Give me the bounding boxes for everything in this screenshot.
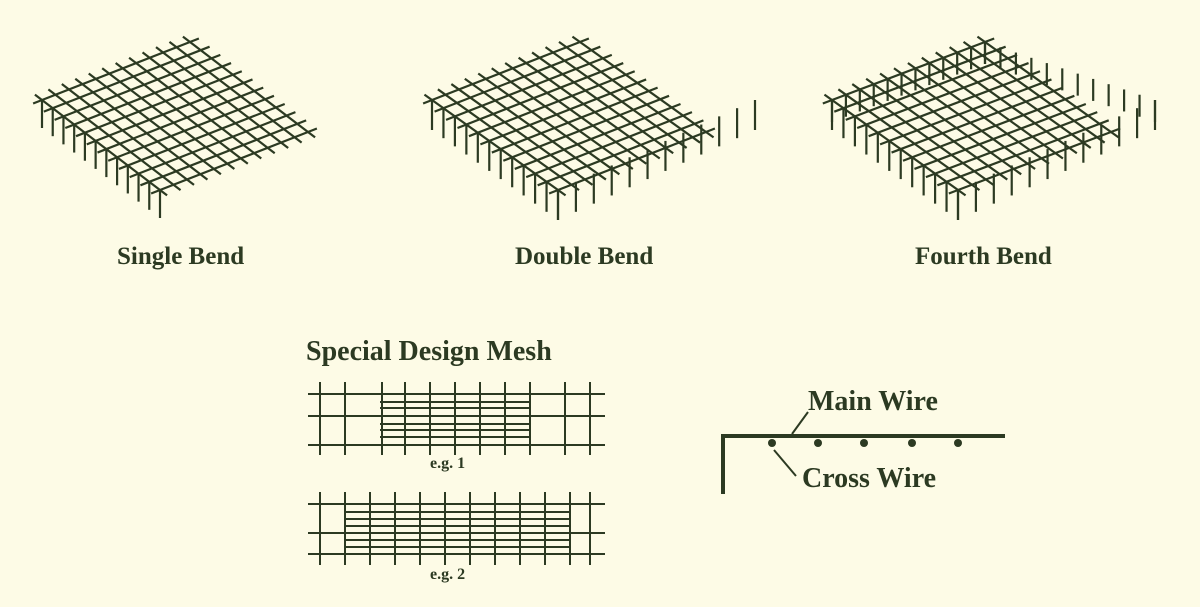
special-mesh-example-2: [308, 492, 605, 565]
cross-wire-leader: [773, 449, 797, 477]
cross-wire: [61, 83, 195, 186]
double-bend-mesh: [422, 35, 757, 220]
fourth-bend-mesh: [822, 35, 1157, 220]
main-wire: [479, 78, 647, 146]
cross-wire: [879, 72, 1022, 176]
main-wire: [54, 53, 221, 121]
cross-wire-dot: [954, 439, 962, 447]
cross-wire-label: Cross Wire: [802, 463, 937, 494]
main-wire: [891, 86, 1064, 154]
main-wire: [925, 111, 1098, 179]
main-wire: [868, 70, 1041, 138]
cross-wire: [571, 35, 715, 139]
cross-wire: [88, 72, 222, 176]
main-wire: [822, 37, 995, 105]
cross-wire: [450, 83, 594, 186]
wire-cross-section: [721, 411, 1005, 494]
cross-wire: [168, 40, 303, 144]
main-wire-bent: [721, 434, 1005, 494]
cross-wire-dot: [768, 439, 776, 447]
main-wire: [107, 94, 275, 162]
main-wire: [856, 62, 1029, 130]
cross-wire: [907, 62, 1050, 165]
single-bend-mesh: [32, 35, 318, 218]
cross-wire: [114, 62, 249, 165]
main-wire: [32, 37, 200, 105]
main-wire: [491, 86, 659, 154]
cross-wire-dot: [814, 439, 822, 447]
main-wire-label: Main Wire: [808, 386, 938, 417]
double-bend-label: Double Bend: [515, 243, 654, 270]
cross-wire: [477, 72, 621, 176]
main-wire: [502, 94, 670, 162]
cross-wire: [558, 40, 701, 144]
cross-wire: [531, 51, 674, 155]
cross-wire: [128, 56, 262, 160]
cross-wire: [544, 46, 688, 149]
main-wire: [434, 45, 601, 113]
main-wire: [129, 111, 296, 179]
main-wire: [150, 127, 318, 195]
cross-wire: [34, 93, 168, 197]
cross-wire: [517, 56, 661, 160]
main-wire: [514, 102, 681, 170]
cross-wire-dot: [908, 439, 916, 447]
main-wire: [445, 53, 613, 121]
cross-wire: [47, 88, 182, 192]
fourth-bend-label: Fourth Bend: [915, 243, 1052, 270]
special-mesh-example-1: [308, 382, 605, 455]
main-wire: [936, 119, 1110, 187]
example-1-label: e.g. 1: [430, 455, 466, 472]
cross-wire: [837, 88, 981, 192]
cross-wire: [423, 93, 567, 197]
main-wire: [948, 127, 1121, 195]
cross-wire: [155, 46, 289, 149]
main-wire: [525, 111, 693, 179]
main-wire: [86, 78, 253, 146]
cross-wire: [935, 51, 1078, 155]
main-wire: [43, 45, 211, 113]
main-wire: [97, 86, 264, 154]
main-wire-leader: [791, 411, 809, 435]
main-wire: [139, 119, 307, 187]
main-wire: [879, 78, 1052, 146]
cross-wire: [101, 67, 236, 170]
cross-wire: [962, 40, 1106, 144]
cross-wire: [948, 46, 1092, 149]
cross-wire: [182, 35, 316, 139]
special-design-title: Special Design Mesh: [306, 336, 552, 367]
example-2-label: e.g. 2: [430, 566, 466, 583]
main-wire: [914, 102, 1087, 170]
cross-wire: [893, 67, 1036, 170]
cross-wire: [921, 56, 1064, 160]
cross-wire-dot: [860, 439, 868, 447]
cross-wire: [464, 77, 607, 181]
single-bend-label: Single Bend: [117, 243, 245, 270]
main-wire: [468, 70, 636, 138]
main-wire: [833, 45, 1007, 113]
cross-wire: [491, 67, 634, 170]
main-wire: [75, 70, 243, 138]
cross-wire: [823, 93, 967, 197]
main-wire: [902, 94, 1075, 162]
cross-wire: [74, 77, 209, 181]
main-wire: [845, 53, 1018, 121]
main-wire: [537, 119, 704, 187]
cross-wire: [504, 62, 647, 165]
main-wire: [457, 62, 624, 130]
cross-wire: [851, 83, 995, 186]
main-wire: [118, 102, 286, 170]
main-wire: [422, 37, 590, 105]
cross-wire: [865, 77, 1008, 181]
cross-wire: [437, 88, 580, 192]
cross-wire: [141, 51, 276, 155]
main-wire: [64, 62, 232, 130]
